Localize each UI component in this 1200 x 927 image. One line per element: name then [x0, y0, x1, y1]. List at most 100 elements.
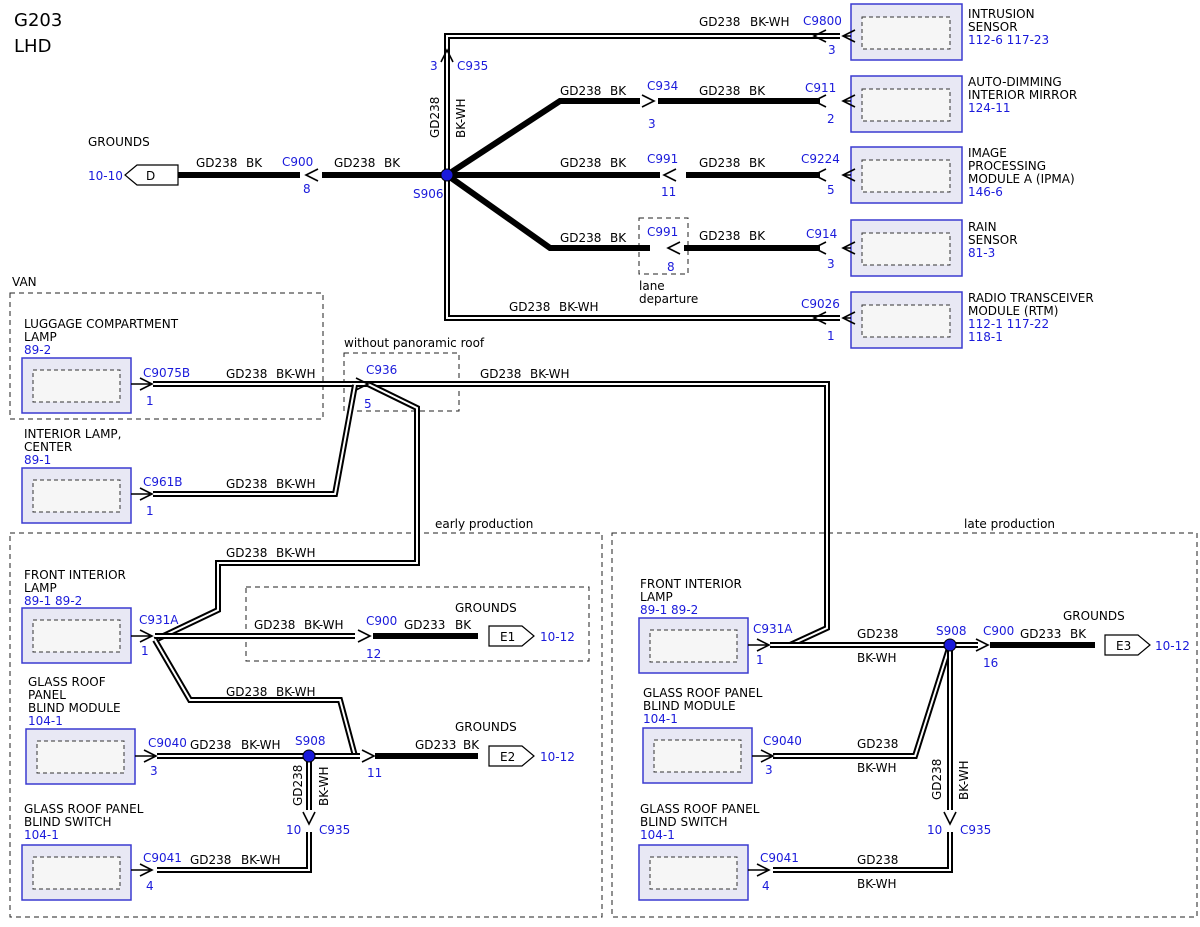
label-connectors-c900: C900: [282, 155, 313, 169]
label-components-rtm-ref2: 118-1: [968, 330, 1003, 344]
ground-e2-tag: E2: [500, 750, 515, 764]
label-pins-p11: 11: [367, 766, 382, 780]
ground-e1: E1 10-12: [488, 625, 575, 647]
label-pins-p2: 2: [827, 112, 835, 126]
label-wires-w1: GD238: [560, 231, 601, 245]
label-components-mirror-ref: 124-11: [968, 101, 1011, 115]
label-components-front-name2: LAMP: [640, 590, 673, 604]
label-wires-bkwh: BK-WH: [530, 367, 570, 381]
label-wires-w1: GD238: [226, 477, 267, 491]
diagram-variant: LHD: [14, 36, 51, 57]
label-components-ipma-name3: MODULE A (IPMA): [968, 172, 1075, 186]
label-splices-s908: S908: [295, 734, 326, 748]
label-notes-van: VAN: [12, 275, 37, 289]
label-pins-p4: 4: [146, 879, 154, 893]
ground-e3-ref: 10-12: [1155, 639, 1190, 653]
label-components-blind_switch-name1: GLASS ROOF PANEL: [24, 802, 144, 816]
label-connectors-c9041: C9041: [760, 851, 799, 865]
label-pins-p11: 11: [661, 185, 676, 199]
label-wires-w1: GD238: [480, 367, 521, 381]
ground-e3: E3 10-12: [1104, 634, 1190, 656]
label-components-center-name1: INTERIOR LAMP,: [24, 427, 121, 441]
label-components-blind_switch-name1: GLASS ROOF PANEL: [640, 802, 760, 816]
label-wires-w1: GD238: [699, 84, 740, 98]
label-connectors-c961b: C961B: [143, 475, 183, 489]
mirror-box: [850, 75, 963, 133]
label-wires-w1: GD238: [509, 300, 550, 314]
label-components-luggage-name2: LAMP: [24, 330, 57, 344]
label-wires-w1: GD238: [334, 156, 375, 170]
label-connectors-c931a: C931A: [753, 622, 793, 636]
label-wires-w1: GD238: [930, 759, 944, 800]
luggage-lamp-box: [21, 357, 132, 414]
splice-s908-late: [943, 638, 957, 652]
label-wires-w2: GD233: [1020, 627, 1061, 641]
label-components-blind_switch-name2: BLIND SWITCH: [24, 815, 112, 829]
front-lamp-box-early: [21, 607, 132, 664]
label-pins-p8: 8: [667, 260, 675, 274]
label-wires-bkwh: BK-WH: [241, 853, 281, 867]
label-wires-bkwh: BK-WH: [317, 766, 331, 806]
label-pins-p1: 1: [756, 653, 764, 667]
label-connectors-c9026: C9026: [801, 297, 840, 311]
label-components-ipma-name1: IMAGE: [968, 146, 1007, 160]
label-components-ipma-ref: 146-6: [968, 185, 1003, 199]
label-wires-bkwh: BK-WH: [276, 685, 316, 699]
label-components-blind_switch-ref: 104-1: [640, 828, 675, 842]
label-wires-w1: GD238: [190, 738, 231, 752]
early-production-region: [9, 532, 603, 918]
label-components-front-name1: FRONT INTERIOR: [640, 577, 742, 591]
label-wires-w2: GD233: [415, 738, 456, 752]
label-notes-late: late production: [964, 517, 1055, 531]
label-notes-lane1: lane: [639, 279, 665, 293]
label-components-rain-name2: SENSOR: [968, 233, 1018, 247]
rtm-box: [850, 291, 963, 349]
ipma-box: [850, 146, 963, 204]
label-components-mirror-name1: AUTO-DIMMING: [968, 75, 1062, 89]
label-notes-no_roof: without panoramic roof: [344, 336, 485, 350]
label-pins-p16: 16: [983, 656, 998, 670]
label-notes-lane2: departure: [639, 292, 698, 306]
label-connectors-c935: C935: [457, 59, 488, 73]
ground-d-ref: 10-10: [88, 169, 123, 183]
label-pins-p3: 3: [827, 257, 835, 271]
label-components-intrusion-name2: SENSOR: [968, 20, 1018, 34]
label-wires-bk: BK: [749, 84, 766, 98]
label-wires-bk: BK: [610, 231, 627, 245]
label-wires-bkwh: BK-WH: [750, 15, 790, 29]
label-wires-w1: GD238: [699, 156, 740, 170]
label-connectors-c931a: C931A: [139, 613, 179, 627]
label-wires-w1: GD238: [190, 853, 231, 867]
label-wires-w1: GD238: [254, 618, 295, 632]
label-wires-w1: GD238: [560, 84, 601, 98]
grounds-label-top: GROUNDS: [88, 135, 150, 149]
label-components-intrusion-ref: 112-6 117-23: [968, 33, 1049, 47]
label-components-front-ref: 89-1 89-2: [24, 594, 82, 608]
label-wires-w1: GD238: [699, 229, 740, 243]
label-wires-bk: BK: [455, 618, 472, 632]
ground-e1-tag: E1: [500, 630, 515, 644]
label-components-rtm-name1: RADIO TRANSCEIVER: [968, 291, 1094, 305]
label-connectors-c9040: C9040: [763, 734, 802, 748]
label-components-rain-name1: RAIN: [968, 220, 997, 234]
ground-e2: E2 10-12: [488, 745, 575, 767]
label-wires-bk: BK: [463, 738, 480, 752]
early-grounds-region: [245, 586, 590, 662]
label-components-blind_module-name1: GLASS ROOF: [28, 675, 106, 689]
blind-module-box-early: [25, 728, 136, 785]
label-components-intrusion-name1: INTRUSION: [968, 7, 1035, 21]
ground-e2-ref: 10-12: [540, 750, 575, 764]
connector-arrows: [131, 29, 990, 877]
label-wires-w1: GD238: [291, 765, 305, 806]
grounds-label-e1: GROUNDS: [455, 601, 517, 615]
label-wires-w1: GD238: [226, 546, 267, 560]
ground-e3-tag: E3: [1116, 639, 1131, 653]
label-components-front-name2: LAMP: [24, 581, 57, 595]
label-components-rain-ref: 81-3: [968, 246, 995, 260]
rain-sensor-box: [850, 219, 963, 277]
label-connectors-c936: C936: [366, 363, 397, 377]
label-wires-bkwh: BK-WH: [276, 367, 316, 381]
blind-switch-box-early: [21, 844, 132, 901]
